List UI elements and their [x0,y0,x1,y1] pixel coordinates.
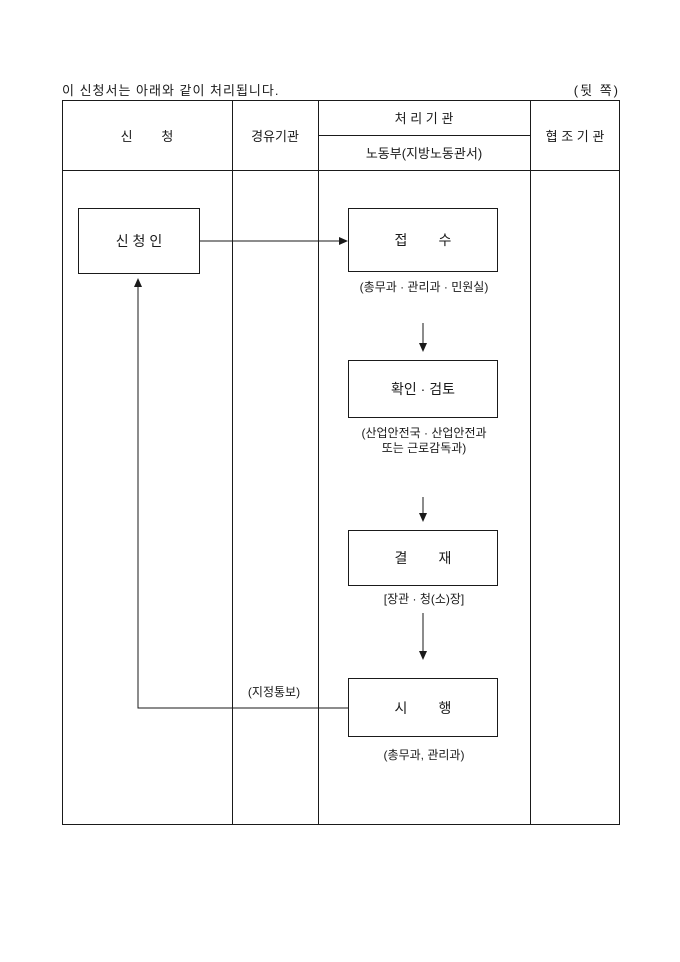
column-header-cooperation-agency: 협 조 기 관 [545,128,605,144]
step-approval-caption: [장관 · 청(소)장] [383,592,465,606]
column-header-processing-agency: 처 리 기 관 [394,111,454,126]
header-bottom-line [62,170,620,171]
column-divider-3 [530,100,531,825]
column-header-application: 신 청 [120,128,174,144]
back-side-label: (뒷 쪽) [573,83,620,98]
process-table-border [62,100,620,825]
arrow-down-approval-to-execution-icon [419,613,427,660]
arrow-up-execution-to-applicant-icon [134,278,348,709]
arrow-down-review-to-approval-icon [419,497,427,522]
step-receipt-caption: (총무과 · 관리과 · 민원실) [359,280,489,294]
arrow-right-applicant-to-receipt-icon [200,237,348,245]
arrow-down-receipt-to-review-icon [419,323,427,352]
processing-header-divider [318,135,530,136]
column-header-via-agency: 경유기관 [251,128,299,144]
designation-notice-label: (지정통보) [247,685,301,699]
applicant-box: 신 청 인 [78,208,200,274]
column-header-processing-sub: 노동부(지방노동관서) [365,146,483,161]
step-review-caption: (산업안전국 · 산업안전과 또는 근로감독과) [361,426,487,455]
step-receipt-box: 접 수 [348,208,498,272]
step-execution-box: 시 행 [348,678,498,737]
step-approval-box: 결 재 [348,530,498,586]
column-divider-2 [318,100,319,825]
processing-note: 이 신청서는 아래와 같이 처리됩니다. [62,83,280,98]
step-review-box: 확인 · 검토 [348,360,498,418]
column-divider-1 [232,100,233,825]
step-execution-caption: (총무과, 관리과) [383,748,465,762]
